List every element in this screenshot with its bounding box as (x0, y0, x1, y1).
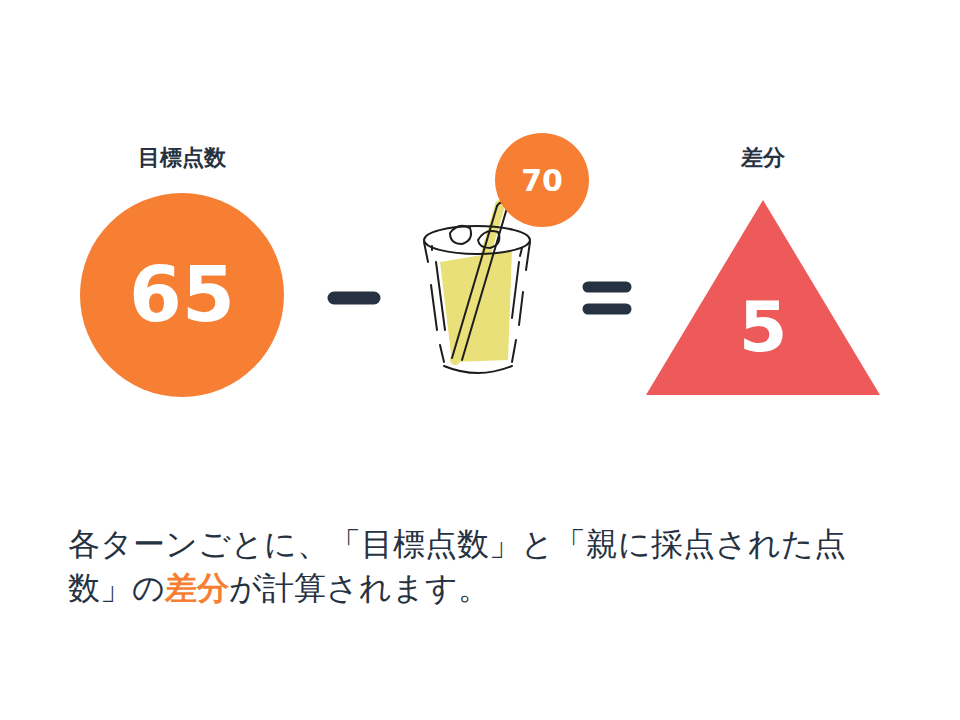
score-circle: 目標点数 65 (80, 140, 284, 397)
node-heading: 差分 (741, 146, 785, 170)
score-value: 65 (129, 253, 235, 337)
text-slot: 目標点数 (138, 146, 226, 170)
score-value: 70 (521, 164, 563, 197)
node-heading: 目標点数 (138, 146, 226, 170)
text-slot: 65 (129, 253, 235, 337)
glass-illustration (424, 202, 530, 373)
equals-symbol (588, 287, 626, 309)
caption-highlight: 差分 (165, 569, 229, 607)
circle-shape (80, 193, 284, 397)
difference-triangle: 差分 5 (646, 140, 880, 396)
text-slot: 差分 (741, 146, 785, 170)
score-value: 5 (739, 289, 788, 366)
text-slot: 5 (739, 289, 788, 366)
triangle-shape (646, 200, 880, 395)
minus-symbol (334, 292, 374, 305)
circle-shape (495, 133, 589, 227)
caption-text: 各ターンごとに、「目標点数」と「親に採点された点数」の差分が計算されます。 (68, 522, 888, 610)
text-slot: 70 (521, 164, 563, 197)
score-circle: 70 (495, 133, 589, 227)
